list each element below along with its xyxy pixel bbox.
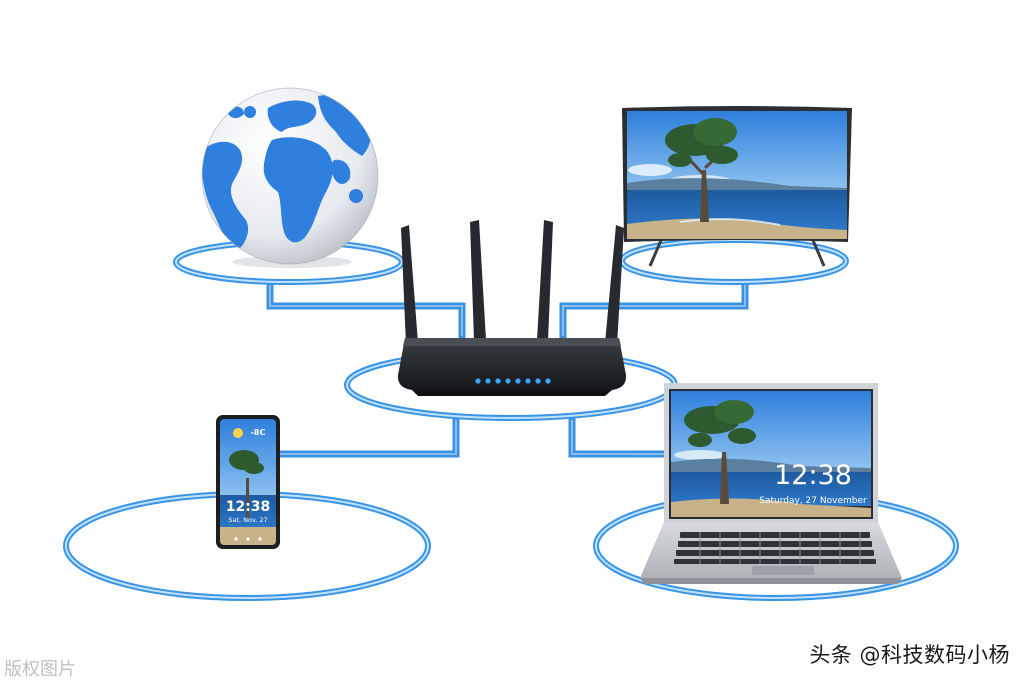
- router-icon: [397, 220, 627, 396]
- phone-temperature: -8C: [251, 428, 266, 437]
- link-phone-router: [274, 416, 460, 458]
- laptop-keyboard: [674, 532, 876, 564]
- laptop-icon: 12:38 Saturday, 27 November: [640, 383, 902, 584]
- laptop-touchpad: [752, 566, 814, 575]
- watermark-text: 版权图片: [4, 659, 76, 680]
- link-globe-router: [266, 281, 466, 340]
- link-laptop-router: [568, 416, 669, 458]
- attribution-text: 头条 @科技数码小杨: [809, 643, 1010, 667]
- link-tv-router: [559, 279, 749, 340]
- laptop-date: Saturday, 27 November: [759, 496, 867, 506]
- phone-icon: -8C 12:38 Sat, Nov. 27: [216, 415, 280, 549]
- tv-icon: [622, 106, 852, 267]
- laptop-time: 12:38: [774, 460, 852, 491]
- globe-icon: [201, 87, 379, 268]
- router-status-leds: [475, 378, 551, 384]
- phone-time: 12:38: [226, 499, 271, 515]
- phone-date: Sat, Nov. 27: [228, 516, 267, 524]
